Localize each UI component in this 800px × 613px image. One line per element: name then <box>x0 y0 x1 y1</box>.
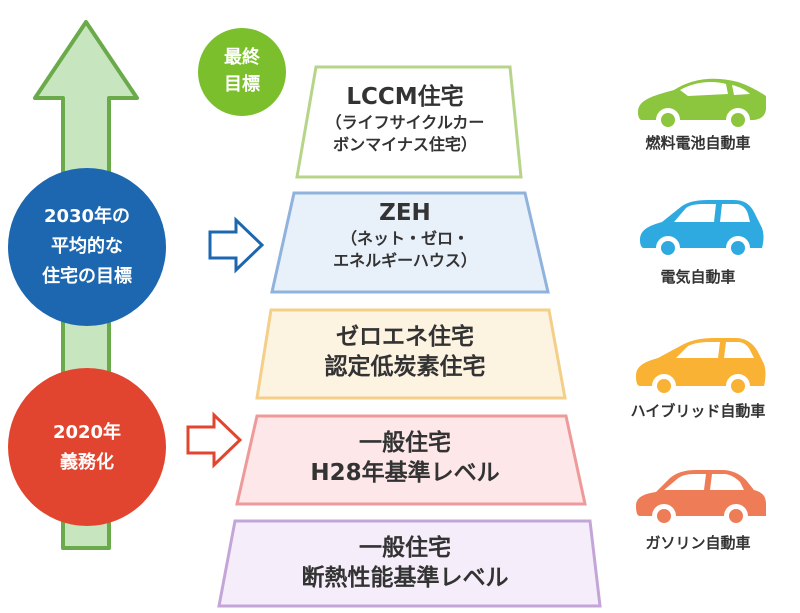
mandate-2020-badge <box>8 368 166 526</box>
final-goal-text: 最終 目標 <box>198 44 286 98</box>
final-goal-line1: 最終 <box>224 47 260 68</box>
electric-car-label: 電気自動車 <box>660 268 736 286</box>
tier-h28-line2: H28年基準レベル <box>310 460 500 486</box>
tier-insulation-text: 一般住宅 断熱性能基準レベル <box>210 533 600 593</box>
goal-2030-text: 2030年の 平均的な 住宅の目標 <box>8 202 166 292</box>
gasoline-car-label: ガソリン自動車 <box>645 534 751 552</box>
tier-zero-energy-line2: 認定低炭素住宅 <box>324 354 486 380</box>
goal-2030-line2: 平均的な <box>51 236 123 257</box>
outline-arrow-blue-icon <box>208 216 265 274</box>
sedan-car-icon <box>636 470 766 528</box>
tier-lccm-sub2: ボンマイナス住宅） <box>333 135 477 154</box>
final-goal-badge <box>198 28 286 116</box>
goal-2030-badge <box>8 168 166 326</box>
tier-insulation-line1: 一般住宅 <box>359 535 451 561</box>
goal-2030-line3: 住宅の目標 <box>42 266 132 287</box>
mandate-2020-line2: 義務化 <box>60 452 114 473</box>
fuel-cell-car-label: 燃料電池自動車 <box>645 134 751 152</box>
hybrid-car-icon <box>636 338 766 398</box>
tier-zeh-text: ZEH （ネット・ゼロ・ エネルギーハウス） <box>210 198 600 272</box>
final-goal-line2: 目標 <box>224 74 260 95</box>
tier-zeh-title: ZEH <box>379 200 431 226</box>
tier-zero-energy-text: ゼロエネ住宅 認定低炭素住宅 <box>210 322 600 382</box>
tier-general-house-insulation <box>217 519 602 608</box>
mandate-2020-text: 2020年 義務化 <box>8 418 166 478</box>
outline-arrow-red-icon <box>186 411 243 469</box>
tier-general-house-h28 <box>235 414 587 506</box>
hatchback-car-icon <box>640 200 764 260</box>
tier-lccm-title: LCCM住宅 <box>346 84 464 110</box>
tier-lccm-house <box>295 65 523 179</box>
tier-zeh-sub2: エネルギーハウス） <box>333 251 477 270</box>
tier-zero-energy-line1: ゼロエネ住宅 <box>336 324 474 350</box>
tier-zeh-sub1: （ネット・ゼロ・ <box>340 229 469 248</box>
tier-zeh <box>270 191 550 294</box>
hybrid-car-label: ハイブリッド自動車 <box>630 402 766 420</box>
tier-lccm-text: LCCM住宅 （ライフサイクルカー ボンマイナス住宅） <box>210 82 600 156</box>
goal-2030-line1: 2030年の <box>43 206 131 227</box>
tier-h28-text: 一般住宅 H28年基準レベル <box>210 428 600 488</box>
mandate-2020-line1: 2020年 <box>52 422 122 443</box>
tier-zero-energy-house <box>255 308 567 400</box>
tier-h28-line1: 一般住宅 <box>359 430 451 456</box>
tier-insulation-line2: 断熱性能基準レベル <box>301 565 509 591</box>
sports-car-icon <box>638 78 766 132</box>
tier-lccm-sub1: （ライフサイクルカー <box>325 113 485 132</box>
